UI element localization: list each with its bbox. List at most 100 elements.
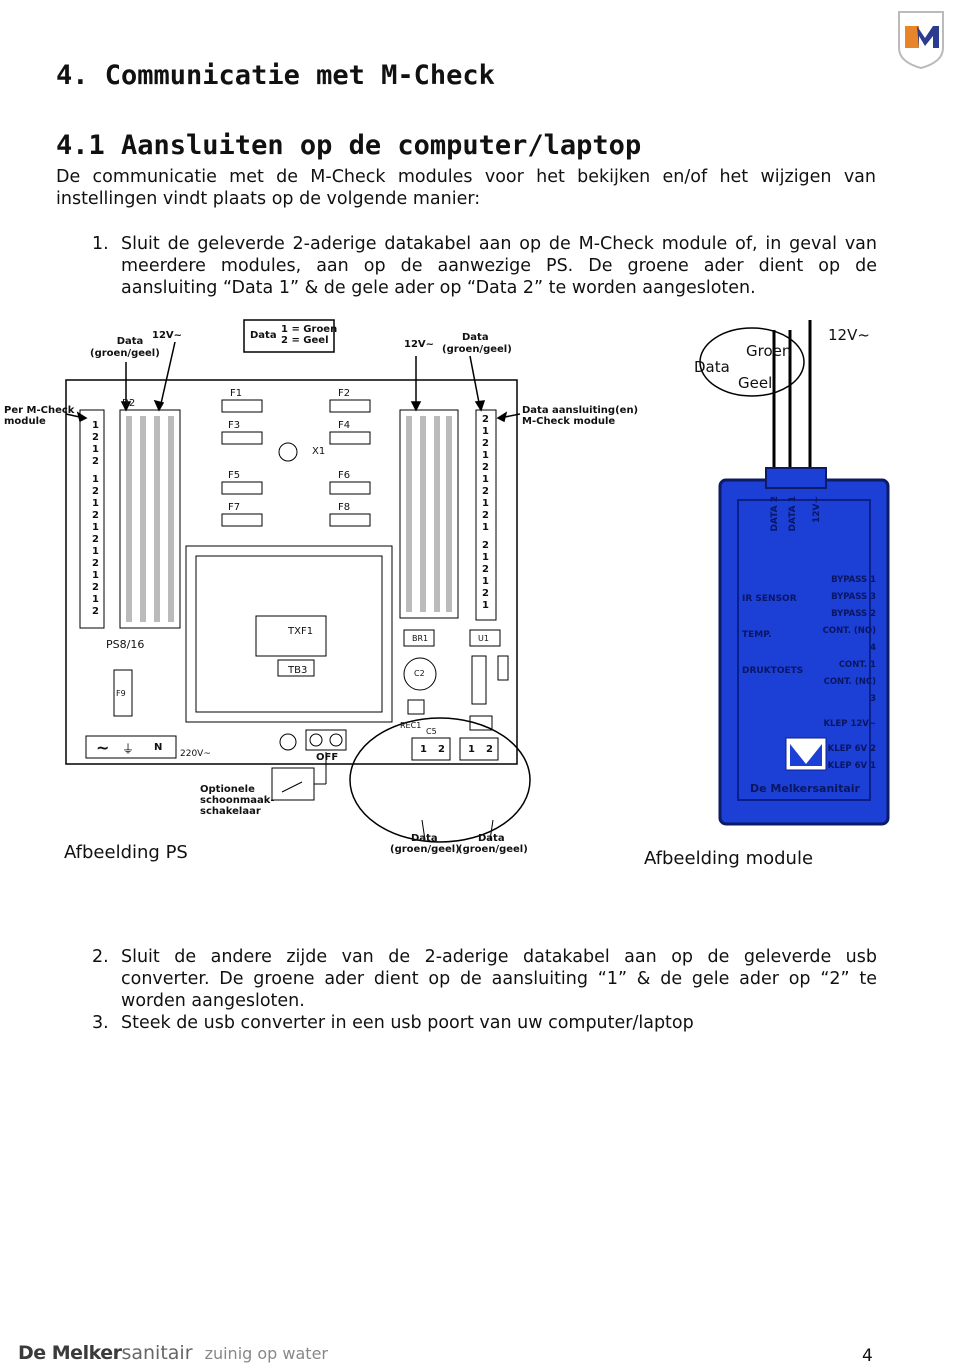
- ground-icon: ⏚: [122, 742, 135, 756]
- step-1-line-1: Sluit de geleverde 2-aderige datakabel a…: [121, 234, 877, 254]
- intro-line-1: De communicatie met de M-Check modules v…: [56, 167, 876, 187]
- b2-label: B2: [122, 398, 136, 409]
- pin-number: 2: [482, 588, 489, 599]
- footer-brand-light: sanitair: [121, 1342, 193, 1364]
- terminal-pin: 2: [486, 744, 493, 755]
- pin-number: 2: [92, 534, 99, 545]
- bottom-data-1: Data: [411, 833, 438, 844]
- u1-label: U1: [478, 634, 489, 643]
- data-label-left-sub: (groen/geel): [90, 348, 160, 359]
- right-pin-column: 2 1 2 1 2 1 2 1 2 1 2 1 2 1 2 1: [482, 414, 489, 612]
- left-pin-column: 1 2 1 2 1 2 1 2 1 2 1 2 1 2 1 2: [92, 420, 99, 618]
- switch-label-3: schakelaar: [200, 806, 261, 817]
- data-label-left: Data: [116, 336, 144, 347]
- pin-number: 2: [92, 456, 99, 467]
- ps-caption: Afbeelding PS: [64, 842, 188, 863]
- pin-number: 1: [92, 474, 99, 485]
- pin-number: 2: [482, 510, 489, 521]
- data-label-right-sub: (groen/geel): [442, 344, 512, 355]
- fuse-label: F3: [228, 420, 241, 431]
- tb3-label: TB3: [288, 665, 308, 676]
- step-2-line-3: worden aangesloten.: [121, 991, 305, 1011]
- c2-label: C2: [414, 669, 425, 678]
- module-caption: Afbeelding module: [644, 848, 814, 869]
- step-2-line-1: Sluit de andere zijde van de 2-aderige d…: [121, 947, 877, 967]
- module-left-label: DRUKTOETS: [742, 666, 804, 676]
- power-n-label: N: [154, 742, 163, 753]
- module-right-label: CONT. 1: [838, 660, 876, 670]
- module-right-label: CONT. (NC) 3: [823, 677, 876, 704]
- legend-line-1: 1 = Groen: [281, 324, 338, 335]
- legend-line-2: 2 = Geel: [281, 335, 329, 346]
- bottom-data-2-sub: (groen/geel): [458, 844, 528, 855]
- data-aansluiting-label-2: M-Check module: [522, 416, 616, 427]
- step-3-number: 3.: [92, 1013, 109, 1033]
- intro-line-2: instellingen vindt plaats op de volgende…: [56, 189, 481, 209]
- off-label: OFF: [316, 752, 339, 763]
- module-right-label: BYPASS 2: [831, 609, 876, 619]
- data-aansluiting-label: Data aansluiting(en): [522, 405, 639, 416]
- switch-label-1: Optionele: [200, 784, 255, 795]
- fuse-label: F8: [338, 502, 351, 513]
- pin-number: 2: [92, 510, 99, 521]
- step-2-number: 2.: [92, 947, 109, 967]
- step-3-line-1: Steek de usb converter in een usb poort …: [121, 1013, 694, 1033]
- bottom-data-1-sub: (groen/geel): [390, 844, 460, 855]
- module-groen-label: Groen: [746, 342, 792, 360]
- pin-number: 1: [92, 594, 99, 605]
- company-logo: [895, 8, 947, 70]
- step-1-line-2: meerdere modules, aan op de aanwezige PS…: [121, 256, 877, 276]
- pin-number: 2: [92, 582, 99, 593]
- step-1-number: 1.: [92, 234, 109, 254]
- module-right-label: KLEP 12V~: [823, 719, 876, 729]
- section-heading: 4.1 Aansluiten op de computer/laptop: [56, 130, 642, 161]
- module-data-label: Data: [694, 358, 730, 376]
- pin-number: 1: [92, 498, 99, 509]
- pin-number: 2: [482, 564, 489, 575]
- pin-number: 2: [92, 432, 99, 443]
- pin-number: 1: [92, 546, 99, 557]
- fuse-label: F7: [228, 502, 241, 513]
- footer-tagline: zuinig op water: [204, 1344, 328, 1363]
- pin-number: 1: [482, 576, 489, 587]
- module-top-label: 12V~: [812, 496, 822, 524]
- pin-number: 1: [92, 420, 99, 431]
- fuse-label: F1: [230, 388, 243, 399]
- module-left-label: IR SENSOR: [742, 594, 797, 604]
- power-tilde: ~: [96, 738, 110, 757]
- f9-label: F9: [116, 689, 126, 698]
- module-right-label: BYPASS 3: [831, 592, 876, 602]
- txf-label: TXF1: [288, 626, 314, 637]
- bottom-data-2: Data: [478, 833, 505, 844]
- pin-number: 2: [92, 606, 99, 617]
- power-voltage-label: 220V~: [180, 749, 211, 759]
- model-label: PS8/16: [106, 638, 145, 651]
- module-right-label: BYPASS 1: [831, 575, 876, 585]
- step-1-line-3: aansluiting “Data 1” & de gele ader op “…: [121, 278, 756, 298]
- pin-number: 2: [482, 486, 489, 497]
- module-top-label: DATA 2: [770, 496, 780, 532]
- pin-number: 1: [92, 444, 99, 455]
- v12-label-left: 12V~: [152, 330, 183, 341]
- pin-number: 1: [482, 552, 489, 563]
- module-12v-label: 12V~: [828, 326, 870, 344]
- module-right-label: KLEP 6V 1: [827, 761, 876, 771]
- per-mcheck-label: Per M-Check: [4, 405, 75, 416]
- x1-label: X1: [312, 446, 326, 457]
- fuse-label: F4: [338, 420, 351, 431]
- module-left-label: TEMP.: [742, 630, 772, 640]
- chapter-heading: 4. Communicatie met M-Check: [56, 60, 495, 91]
- pin-number: 2: [92, 558, 99, 569]
- pin-number: 1: [482, 600, 489, 611]
- pin-number: 2: [482, 414, 489, 425]
- module-top-label: DATA 1: [788, 496, 798, 532]
- legend-data-label: Data: [250, 330, 277, 341]
- pin-number: 1: [482, 474, 489, 485]
- pin-number: 1: [482, 522, 489, 533]
- data-label-right: Data: [462, 332, 489, 343]
- pin-number: 2: [482, 462, 489, 473]
- pin-number: 2: [482, 438, 489, 449]
- pin-number: 1: [482, 498, 489, 509]
- c5-label: C5: [426, 727, 437, 736]
